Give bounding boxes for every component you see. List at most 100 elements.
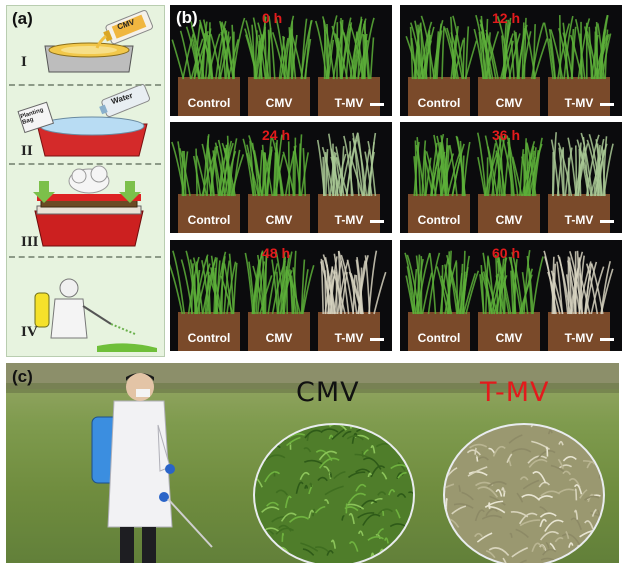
tray-cmv xyxy=(44,42,134,73)
spraying-worker-icon xyxy=(34,278,157,352)
step-divider xyxy=(9,163,161,165)
grass-tuft xyxy=(314,15,375,80)
soil-pot xyxy=(248,312,310,351)
tmv-title: T-MV xyxy=(480,377,550,408)
grass-tuft xyxy=(479,250,544,315)
field-background xyxy=(6,363,619,393)
soil-pot xyxy=(318,77,380,116)
grass-tuft xyxy=(473,14,548,80)
grass-tuft xyxy=(244,14,313,80)
grass-tuft xyxy=(476,132,543,197)
step-3-label: III xyxy=(21,234,39,250)
time-label: 36 h xyxy=(492,127,521,143)
pots-drawing xyxy=(408,132,614,233)
steam-cloud-icon xyxy=(68,165,110,194)
panel-c-label: (c) xyxy=(12,367,33,386)
grass-tuft xyxy=(405,15,478,80)
time-label: 0 h xyxy=(262,10,283,26)
pot-label: Control xyxy=(417,213,461,227)
tmv-closeup-circle xyxy=(443,423,605,563)
grass-tuft xyxy=(543,250,614,315)
pot-label: Control xyxy=(417,331,461,345)
plant-photo: 48 h Control CMV T-MV xyxy=(170,240,392,351)
pot-label: Control xyxy=(187,96,231,110)
grass-tuft xyxy=(316,132,377,197)
soil-pot xyxy=(178,77,240,116)
pots-drawing xyxy=(170,250,387,351)
stacked-trays xyxy=(34,194,144,247)
time-label: 48 h xyxy=(262,245,291,261)
pots-drawing xyxy=(405,14,612,116)
soil-pot xyxy=(178,194,240,233)
pot-label: T-MV xyxy=(564,213,594,227)
grass-tuft xyxy=(171,17,246,80)
scale-bar xyxy=(370,103,384,106)
plant-photo: 0 h Control CMV T-MV xyxy=(170,5,392,116)
pot-label: T-MV xyxy=(334,331,364,345)
grass-tuft xyxy=(550,132,614,197)
soil-pot xyxy=(478,194,540,233)
pot-label: T-MV xyxy=(334,96,364,110)
soil-pot xyxy=(248,77,310,116)
grass-tuft xyxy=(244,250,315,315)
scale-bar xyxy=(370,338,384,341)
soil-pot xyxy=(318,194,380,233)
panel-b-label: (b) xyxy=(176,8,198,27)
plant-photo: 36 h Control CMV T-MV xyxy=(400,122,622,233)
grass-tuft xyxy=(413,133,471,197)
down-arrow-icon xyxy=(33,181,141,203)
step-4-label: IV xyxy=(21,324,38,340)
pot-label: CMV xyxy=(495,96,523,110)
pot-label: Control xyxy=(187,331,231,345)
pot-label: Control xyxy=(187,213,231,227)
cmv-title: CMV xyxy=(296,377,360,408)
grass-tuft xyxy=(242,134,310,197)
pot-label: CMV xyxy=(495,213,523,227)
dry-grass-texture xyxy=(445,425,603,563)
grass-tuft xyxy=(171,134,245,197)
pot-label: CMV xyxy=(265,213,293,227)
grass-tuft xyxy=(170,250,238,315)
time-label: 12 h xyxy=(492,10,521,26)
pots-drawing xyxy=(171,132,380,233)
cmv-closeup-circle xyxy=(253,423,415,563)
pot-label: T-MV xyxy=(564,331,594,345)
soil-pot xyxy=(478,77,540,116)
soil-pot xyxy=(408,194,470,233)
grass-tuft xyxy=(543,14,612,80)
step-2-label: II xyxy=(21,143,33,159)
person-spraying xyxy=(91,373,213,563)
step-1-label: I xyxy=(21,54,27,70)
pot-label: CMV xyxy=(265,331,293,345)
step-divider xyxy=(9,84,161,86)
grass-tuft xyxy=(319,250,387,315)
green-grass-texture xyxy=(255,425,413,563)
pot-label: CMV xyxy=(495,331,523,345)
soil-pot xyxy=(318,312,380,351)
water-bottle-icon xyxy=(99,83,150,118)
pots-drawing xyxy=(171,14,380,116)
pot-label: T-MV xyxy=(334,213,364,227)
cmv-bottle-icon xyxy=(103,10,153,45)
scale-bar xyxy=(600,338,614,341)
schematic-drawing xyxy=(17,10,157,352)
soil-pot xyxy=(548,194,610,233)
soil-pot xyxy=(248,194,310,233)
pot-label: T-MV xyxy=(564,96,594,110)
soil-pot xyxy=(478,312,540,351)
scale-bar xyxy=(600,103,614,106)
field-test-photo: (c) CMV T-MV xyxy=(6,363,619,563)
soil-pot xyxy=(408,77,470,116)
soil-pot xyxy=(548,312,610,351)
pot-label: CMV xyxy=(265,96,293,110)
pot-label: Control xyxy=(417,96,461,110)
grass-tuft xyxy=(404,250,480,315)
soil-pot xyxy=(548,77,610,116)
panel-a-label: (a) xyxy=(12,9,33,28)
pots-drawing xyxy=(404,250,614,351)
planting-bag-icon xyxy=(17,101,55,134)
scale-bar xyxy=(370,220,384,223)
